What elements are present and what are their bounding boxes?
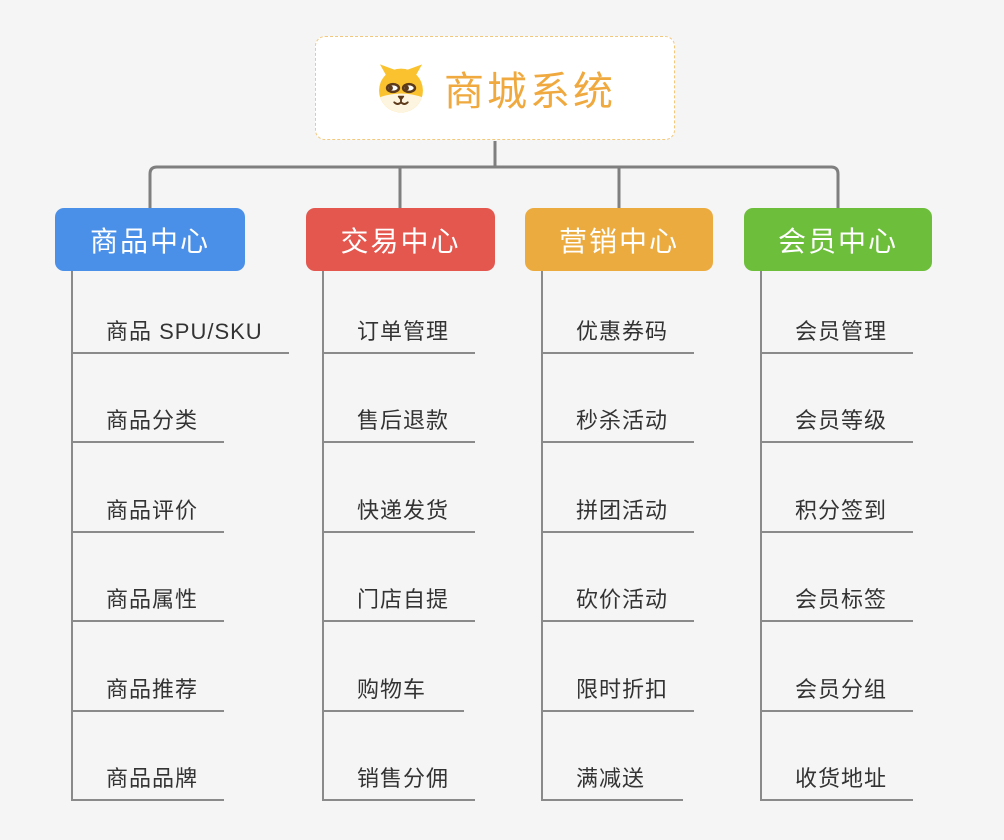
sub-node[interactable]: 积分签到 — [762, 443, 914, 533]
branch-node-trade-center[interactable]: 交易中心 — [306, 208, 495, 271]
sub-node[interactable]: 门店自提 — [324, 533, 476, 623]
sub-node[interactable]: 砍价活动 — [543, 533, 695, 623]
branch-label: 交易中心 — [340, 225, 461, 257]
branch-node-marketing-center[interactable]: 营销中心 — [525, 208, 713, 271]
sub-node[interactable]: 商品 SPU/SKU — [73, 271, 289, 354]
sub-node[interactable]: 商品推荐 — [73, 622, 225, 712]
branch-label: 营销中心 — [558, 225, 679, 257]
root-title: 商城系统 — [444, 70, 616, 114]
branch-children-marketing-center: 优惠券码秒杀活动拼团活动砍价活动限时折扣满减送 — [541, 271, 695, 801]
sub-node[interactable]: 商品属性 — [73, 533, 225, 623]
sub-node[interactable]: 快递发货 — [324, 443, 476, 533]
sub-node[interactable]: 商品品牌 — [73, 712, 225, 801]
sub-node[interactable]: 会员管理 — [762, 271, 914, 354]
branch-children-trade-center: 订单管理售后退款快递发货门店自提购物车销售分佣 — [322, 271, 476, 801]
sub-node[interactable]: 会员标签 — [762, 533, 914, 623]
sub-node[interactable]: 限时折扣 — [543, 622, 695, 712]
sub-node[interactable]: 满减送 — [543, 712, 683, 801]
sub-node[interactable]: 订单管理 — [324, 271, 476, 354]
sub-node[interactable]: 秒杀活动 — [543, 354, 695, 444]
sub-node[interactable]: 会员分组 — [762, 622, 914, 712]
sub-node[interactable]: 售后退款 — [324, 354, 476, 444]
sub-node[interactable]: 收货地址 — [762, 712, 914, 801]
branch-label: 会员中心 — [777, 225, 898, 257]
shiba-dog-icon — [379, 64, 423, 113]
sub-node[interactable]: 优惠券码 — [543, 271, 695, 354]
root-node[interactable]: 商城系统 — [315, 36, 675, 140]
branch-node-product-center[interactable]: 商品中心 — [55, 208, 245, 271]
sub-node[interactable]: 购物车 — [324, 622, 464, 712]
branch-node-member-center[interactable]: 会员中心 — [744, 208, 932, 271]
sub-node[interactable]: 商品评价 — [73, 443, 225, 533]
sub-node[interactable]: 商品分类 — [73, 354, 225, 444]
sub-node[interactable]: 会员等级 — [762, 354, 914, 444]
sub-node[interactable]: 销售分佣 — [324, 712, 476, 801]
sub-node[interactable]: 拼团活动 — [543, 443, 695, 533]
branch-children-member-center: 会员管理会员等级积分签到会员标签会员分组收货地址 — [760, 271, 914, 801]
branch-label: 商品中心 — [89, 225, 210, 257]
